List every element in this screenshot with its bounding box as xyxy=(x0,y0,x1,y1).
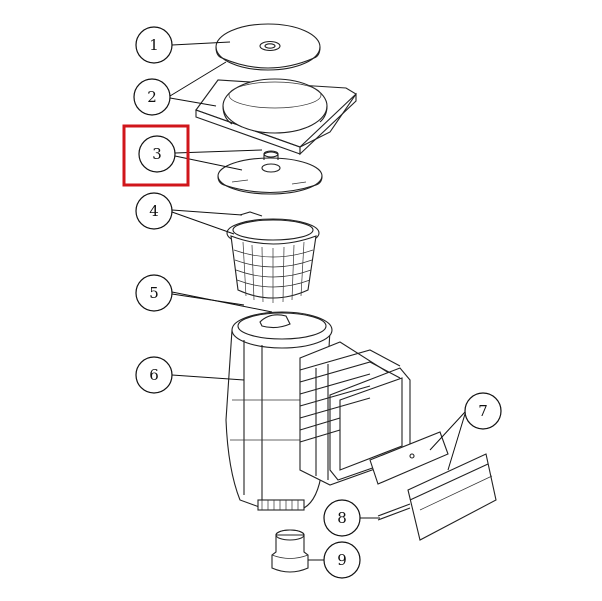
part-3-disc xyxy=(217,150,323,195)
callout-7: 7 xyxy=(464,392,502,430)
part-8-rod xyxy=(377,503,411,521)
callout-4: 4 xyxy=(135,192,173,230)
callout-4-label: 4 xyxy=(149,202,159,220)
callout-2: 2 xyxy=(133,78,171,116)
part-2-frame xyxy=(195,78,357,156)
callout-3: 3 xyxy=(138,135,176,173)
callout-5: 5 xyxy=(135,274,173,312)
callout-8-label: 8 xyxy=(337,509,347,527)
callout-1-label: 1 xyxy=(149,36,159,54)
callout-6-label: 6 xyxy=(149,366,159,384)
callout-1: 1 xyxy=(135,26,173,64)
callout-7-label: 7 xyxy=(478,402,488,420)
part-1-lid xyxy=(215,23,321,71)
callout-2-label: 2 xyxy=(147,88,157,106)
part-4-basket xyxy=(226,211,320,303)
part-9-fitting xyxy=(271,529,309,573)
callout-6: 6 xyxy=(135,356,173,394)
callout-9: 9 xyxy=(323,541,361,579)
callout-3-label: 3 xyxy=(152,145,162,163)
callout-8: 8 xyxy=(323,499,361,537)
callout-9-label: 9 xyxy=(337,551,347,569)
highlight-box xyxy=(122,124,190,187)
callout-5-label: 5 xyxy=(149,284,159,302)
part-7-weir xyxy=(369,431,497,541)
